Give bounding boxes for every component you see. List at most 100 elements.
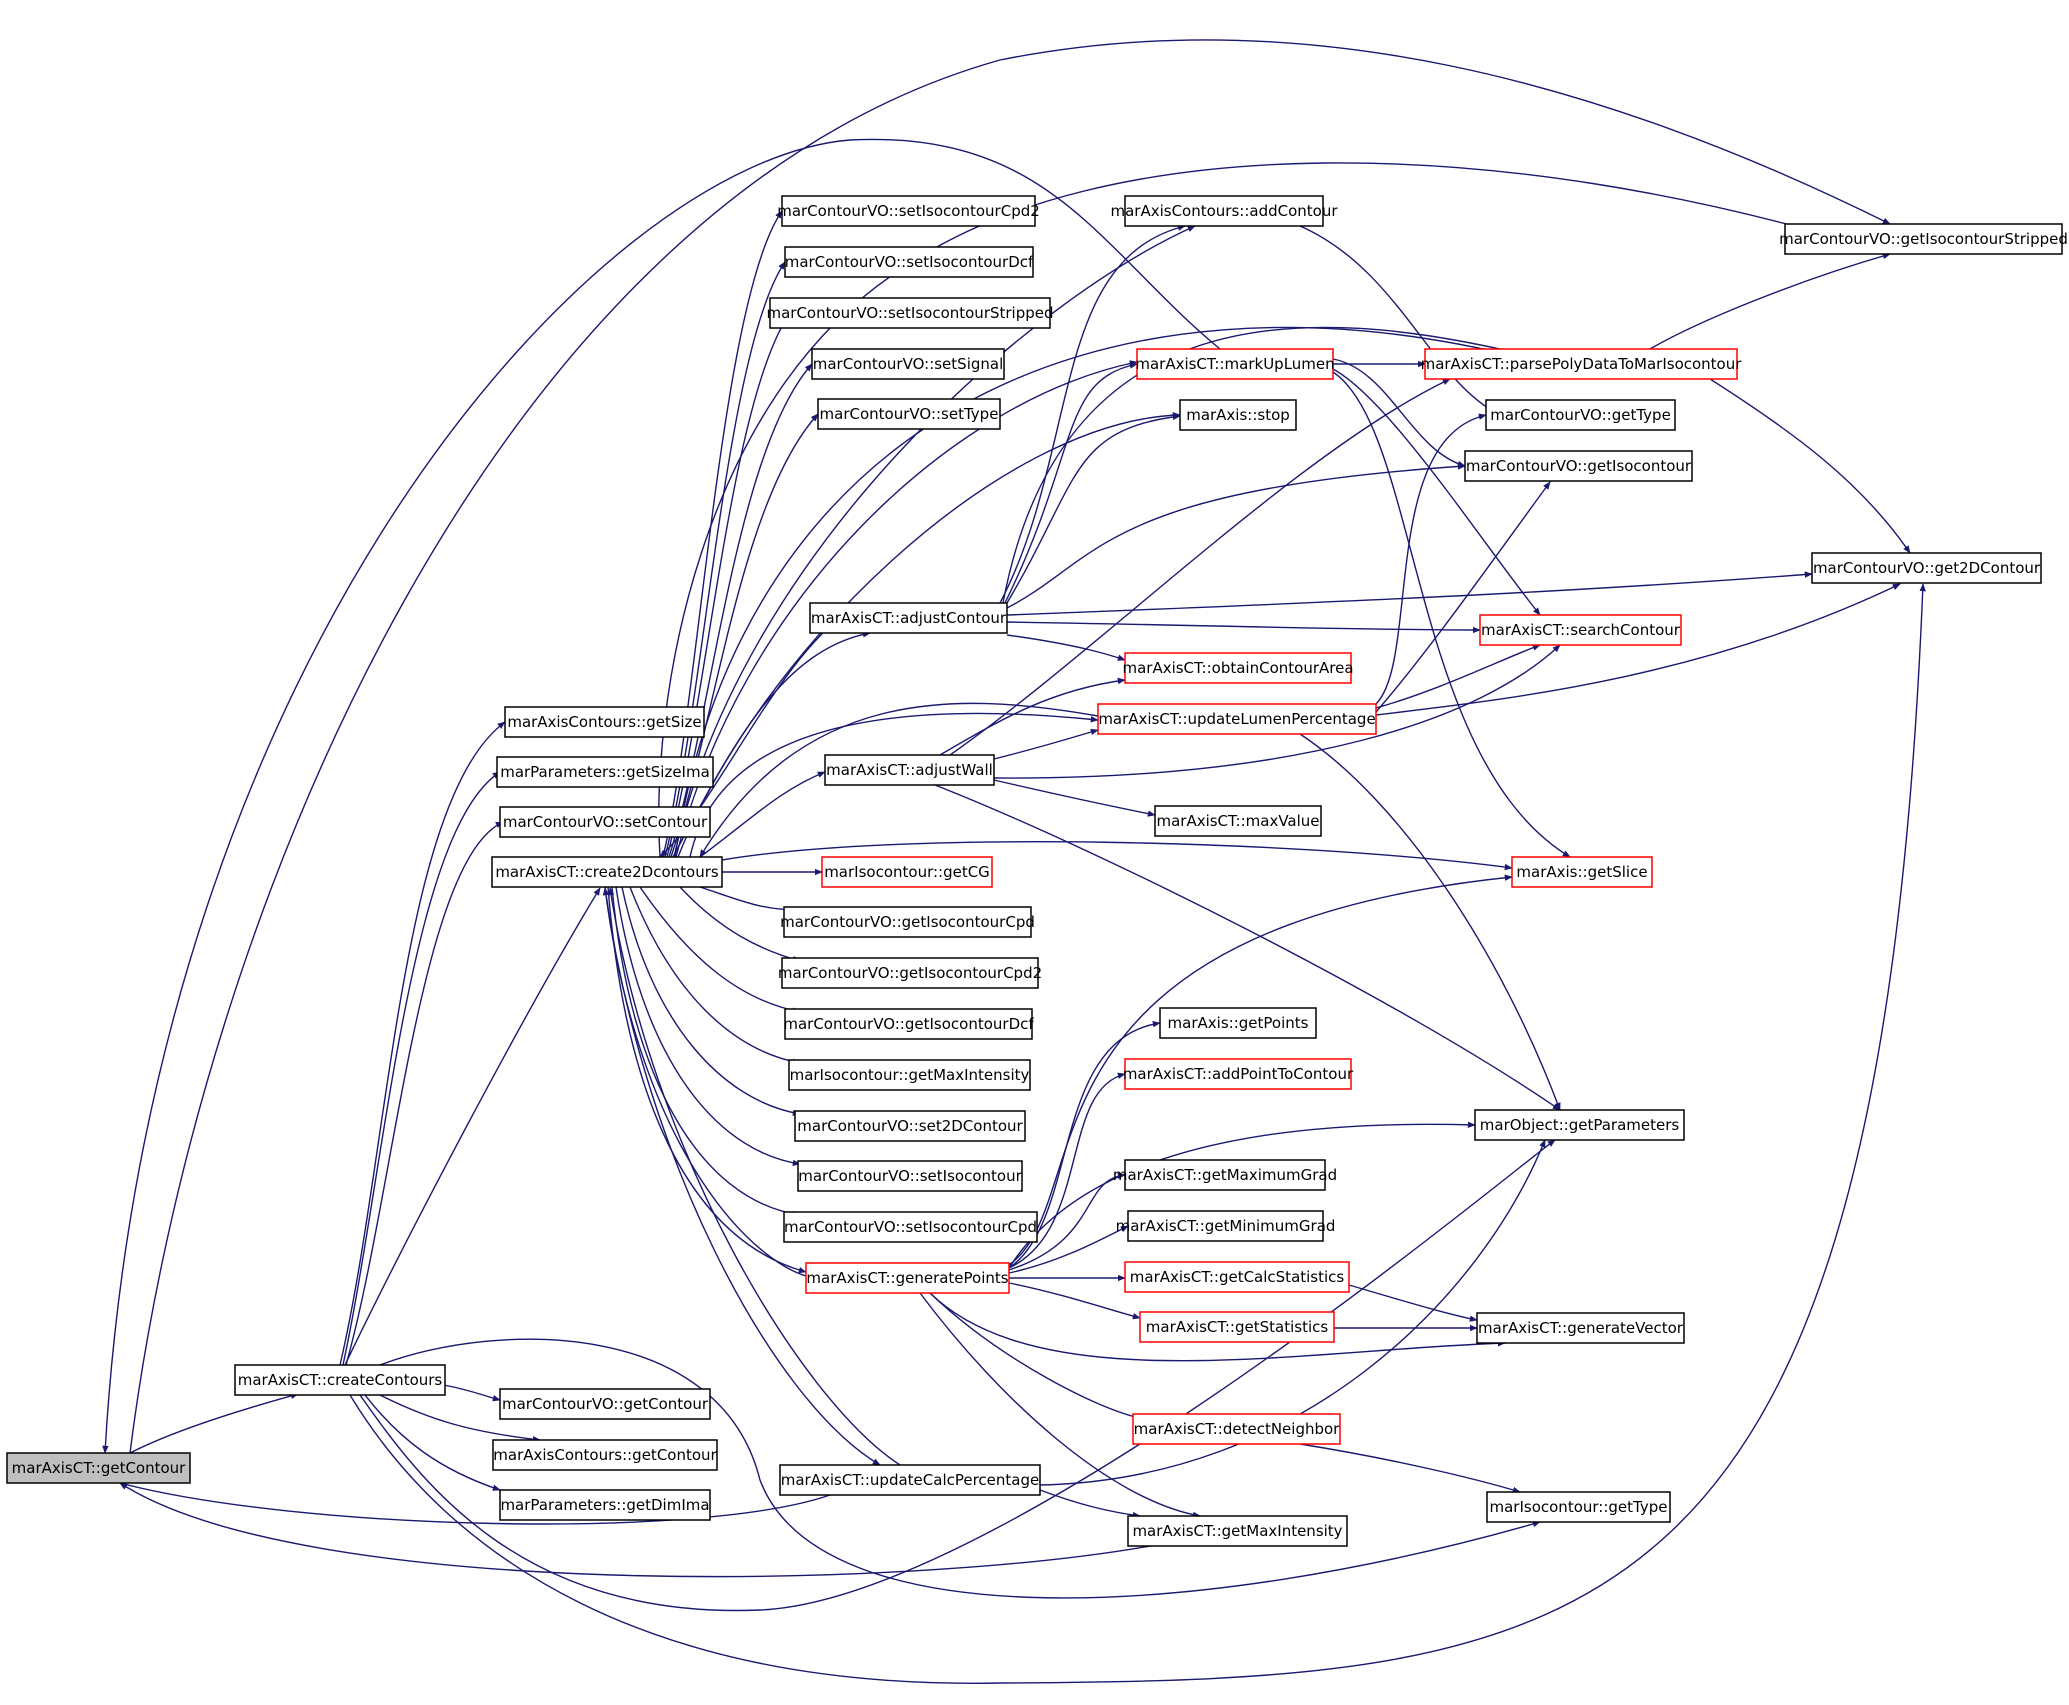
node-getContourAC[interactable]: marAxisContours::getContour xyxy=(492,1439,718,1471)
node-label: marContourVO::getIsocontourCpd2 xyxy=(778,964,1042,982)
node-parsePolyData[interactable]: marAxisCT::parsePolyDataToMarIsocontour xyxy=(1421,348,1743,380)
node-getIsocontourCpd2[interactable]: marContourVO::getIsocontourCpd2 xyxy=(778,957,1042,989)
node-addPointToContour[interactable]: marAxisCT::addPointToContour xyxy=(1123,1058,1354,1090)
node-getMaximumGrad[interactable]: marAxisCT::getMaximumGrad xyxy=(1113,1159,1337,1191)
node-setSignal[interactable]: marContourVO::setSignal xyxy=(811,348,1005,380)
node-box xyxy=(1159,1007,1317,1039)
node-detectNeighbor[interactable]: marAxisCT::detectNeighbor xyxy=(1132,1413,1341,1445)
node-box xyxy=(499,1388,711,1420)
node-getSlice[interactable]: marAxis::getSlice xyxy=(1511,856,1653,888)
edge-createContours-getTypeIso xyxy=(379,1338,1541,1599)
node-getDimIma[interactable]: marParameters::getDimIma xyxy=(499,1489,711,1521)
node-label: marAxisCT::detectNeighbor xyxy=(1134,1420,1341,1438)
edge-addContour-getTypeVO xyxy=(1299,225,1501,416)
node-getIsocontour[interactable]: marContourVO::getIsocontour xyxy=(1464,450,1693,482)
edge-createContours-getDimIma xyxy=(364,1394,501,1491)
node-stop[interactable]: marAxis::stop xyxy=(1179,399,1297,431)
node-label: marAxisContours::getSize xyxy=(507,713,701,731)
node-box xyxy=(1124,1058,1352,1090)
node-getSize[interactable]: marAxisContours::getSize xyxy=(504,706,705,738)
node-box xyxy=(504,706,705,738)
node-box xyxy=(1132,1413,1341,1445)
node-getParameters[interactable]: marObject::getParameters xyxy=(1474,1109,1685,1141)
edge-mul-getSlice xyxy=(1332,371,1571,858)
node-setContour[interactable]: marContourVO::setContour xyxy=(499,806,711,838)
node-getMinimumGrad[interactable]: marAxisCT::getMinimumGrad xyxy=(1116,1210,1336,1242)
node-setType[interactable]: marContourVO::setType xyxy=(817,398,1001,430)
node-getPoints[interactable]: marAxis::getPoints xyxy=(1159,1007,1317,1039)
edge-c2d-adjustWall xyxy=(699,771,826,858)
node-adjustContour[interactable]: marAxisCT::adjustContour xyxy=(809,602,1008,634)
node-obtainContourArea[interactable]: marAxisCT::obtainContourArea xyxy=(1122,652,1354,684)
edge-createContours-create2Dcontours xyxy=(344,887,601,1366)
node-label: marContourVO::setIsocontourDcf xyxy=(785,253,1034,271)
node-setIsocontourDcf[interactable]: marContourVO::setIsocontourDcf xyxy=(784,246,1034,278)
node-label: marAxisCT::addPointToContour xyxy=(1123,1065,1354,1083)
node-label: marAxisCT::createContours xyxy=(238,1371,443,1389)
node-set2DContour[interactable]: marContourVO::set2DContour xyxy=(794,1110,1026,1142)
node-label: marContourVO::setIsocontourCpd xyxy=(784,1218,1037,1236)
node-label: marIsocontour::getCG xyxy=(824,863,990,881)
node-get2DContour[interactable]: marContourVO::get2DContour xyxy=(1811,552,2042,584)
node-box xyxy=(499,1489,711,1521)
node-getCG[interactable]: marIsocontour::getCG xyxy=(821,856,993,888)
edge-c2d-markUpLumen xyxy=(675,360,1138,858)
node-getSizeIma[interactable]: marParameters::getSizeIma xyxy=(496,756,714,788)
edge-aw-obtainContourArea xyxy=(939,677,1126,756)
node-box xyxy=(496,756,714,788)
node-createContours[interactable]: marAxisCT::createContours xyxy=(234,1364,446,1396)
node-label: marObject::getParameters xyxy=(1480,1116,1680,1134)
node-box xyxy=(1124,652,1352,684)
node-addContour[interactable]: marAxisContours::addContour xyxy=(1110,195,1338,227)
edge-ucp-create2Dcontours xyxy=(607,887,901,1466)
node-setIsocontourCpd[interactable]: marContourVO::setIsocontourCpd xyxy=(783,1211,1038,1243)
edge-detectNeighbor-getTypeIso xyxy=(1299,1443,1521,1493)
node-getMaxIntensityIso[interactable]: marIsocontour::getMaxIntensity xyxy=(788,1059,1031,1091)
node-maxValue[interactable]: marAxisCT::maxValue xyxy=(1154,805,1322,837)
edge-ucp-getMaxIntensityCT xyxy=(1039,1489,1141,1519)
edge-c2d-getIsocontourDcf xyxy=(639,886,801,1014)
node-label: marAxisContours::getContour xyxy=(493,1446,717,1464)
node-getContourVO[interactable]: marContourVO::getContour xyxy=(499,1388,711,1420)
edge-aw-maxValue xyxy=(993,779,1156,817)
edge-gp-getSlice xyxy=(1008,874,1513,1266)
edge-gp-getParameters xyxy=(1008,1121,1476,1269)
node-box xyxy=(1474,1109,1685,1141)
node-markUpLumen[interactable]: marAxisCT::markUpLumen xyxy=(1135,348,1335,380)
node-getIsocontourDcf[interactable]: marContourVO::getIsocontourDcf xyxy=(783,1008,1034,1040)
node-label: marAxisCT::getCalcStatistics xyxy=(1130,1268,1345,1286)
edge-createContours-get2DContour xyxy=(349,583,1926,1684)
node-label: marAxisCT::maxValue xyxy=(1156,812,1319,830)
node-generatePoints[interactable]: marAxisCT::generatePoints xyxy=(805,1262,1010,1294)
node-getStatistics[interactable]: marAxisCT::getStatistics xyxy=(1139,1311,1335,1343)
edge-ucp-getParameters xyxy=(1039,1139,1546,1486)
node-getIsocontourStripped[interactable]: marContourVO::getIsocontourStripped xyxy=(1779,223,2068,255)
edge-ac-obtainContourArea xyxy=(1006,634,1126,661)
node-label: marContourVO::setSignal xyxy=(813,355,1004,373)
node-box xyxy=(1124,1159,1326,1191)
node-getCalcStatistics[interactable]: marAxisCT::getCalcStatistics xyxy=(1124,1261,1350,1293)
node-generateVector[interactable]: marAxisCT::generateVector xyxy=(1476,1312,1685,1344)
edge-c2d-getIsocontourStripped xyxy=(658,162,1891,858)
node-label: marContourVO::setIsocontour xyxy=(798,1167,1022,1185)
node-getIsocontourCpd[interactable]: marContourVO::getIsocontourCpd xyxy=(780,906,1035,938)
node-label: marAxisCT::obtainContourArea xyxy=(1122,659,1353,677)
node-searchContour[interactable]: marAxisCT::searchContour xyxy=(1479,614,1682,646)
node-label: marAxisCT::getContour xyxy=(12,1459,187,1477)
edge-parse-getIsocontourStripped xyxy=(1649,252,1891,350)
node-label: marAxisCT::generatePoints xyxy=(806,1269,1008,1287)
node-updateLumenPercentage[interactable]: marAxisCT::updateLumenPercentage xyxy=(1097,703,1377,735)
node-adjustWall[interactable]: marAxisCT::adjustWall xyxy=(824,754,995,786)
edge-mul-getIsocontour xyxy=(1332,358,1466,468)
node-box xyxy=(1127,1210,1324,1242)
node-label: marContourVO::setContour xyxy=(503,813,708,831)
node-getMaxIntensityCT[interactable]: marAxisCT::getMaxIntensity xyxy=(1127,1515,1348,1547)
node-setIsocontour[interactable]: marContourVO::setIsocontour xyxy=(797,1160,1023,1192)
node-setIsocontourStripped[interactable]: marContourVO::setIsocontourStripped xyxy=(766,297,1054,329)
node-setIsocontourCpd2[interactable]: marContourVO::setIsocontourCpd2 xyxy=(777,195,1040,227)
node-updateCalcPercentage[interactable]: marAxisCT::updateCalcPercentage xyxy=(779,1464,1041,1496)
node-create2Dcontours[interactable]: marAxisCT::create2Dcontours xyxy=(491,856,723,888)
node-getTypeVO[interactable]: marContourVO::getType xyxy=(1485,399,1676,431)
node-getContour_root[interactable]: marAxisCT::getContour xyxy=(6,1452,191,1484)
node-getTypeIso[interactable]: marIsocontour::getType xyxy=(1486,1491,1671,1523)
